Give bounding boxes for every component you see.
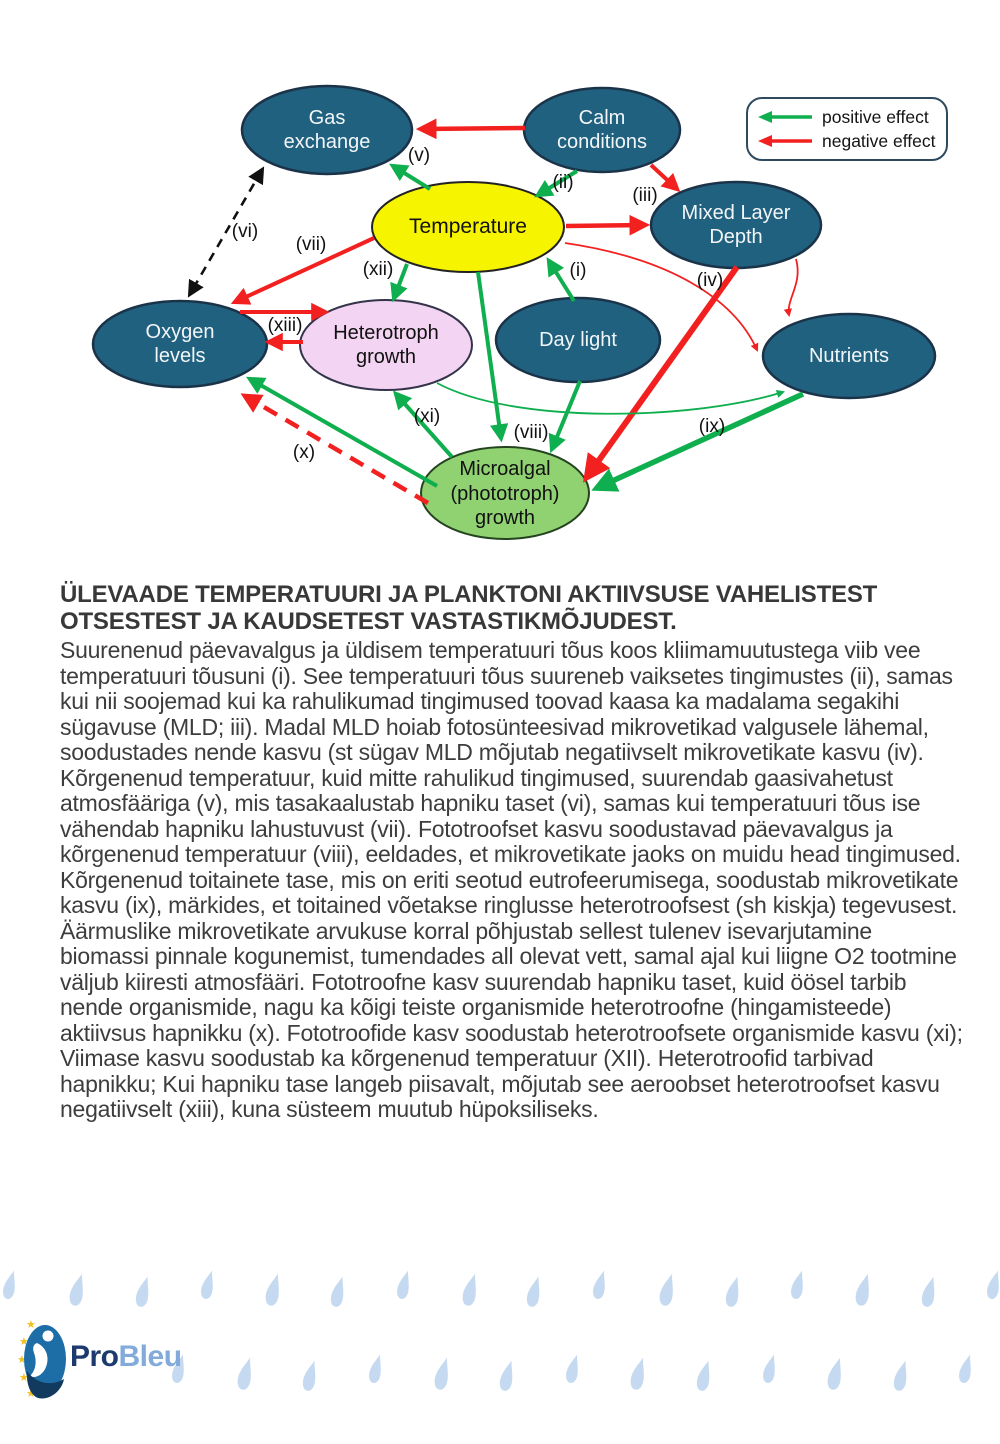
edge-mld-to-nutrients-negative-thin (783, 258, 799, 318)
arrow-label-viii: (viii) (513, 422, 549, 443)
water-drop-icon (462, 1273, 476, 1306)
edge-gas-oxygen-dashed-vi (187, 166, 265, 298)
water-drop-icon (827, 1357, 841, 1390)
legend-negative-row: negative effect (756, 131, 938, 152)
water-drop-icon (791, 1270, 803, 1299)
water-drop-icon (172, 1354, 184, 1383)
body-paragraph: Suurenenud päevavalgus ja üldisem temper… (60, 637, 963, 1122)
water-drop-icon (921, 1276, 935, 1307)
water-drop-icon (959, 1354, 971, 1383)
calm-conditions-node (522, 86, 682, 174)
water-drop-icon (330, 1276, 344, 1307)
water-drop-icon (987, 1270, 999, 1299)
microalgal-growth-node (420, 446, 590, 540)
water-drops-pattern (3, 1270, 999, 1391)
edge-temperature-to-microalgal-positive-viii (476, 271, 509, 443)
water-drop-icon (265, 1273, 279, 1306)
water-drop-icon (69, 1273, 83, 1306)
edge-daylight-to-temperature-positive-i (546, 257, 576, 303)
page-title: ÜLEVAADE TEMPERATUURI JA PLANKTONI AKTII… (60, 581, 878, 635)
water-drop-icon (630, 1357, 644, 1390)
water-drop-icon (499, 1360, 513, 1391)
edge-temperature-to-gas-positive-v (389, 163, 432, 191)
edge-microalgal-to-oxygen-negative-dashed-x (240, 393, 430, 505)
day-light-node (494, 296, 662, 384)
logo-bleu-text: Bleu (118, 1340, 183, 1373)
svg-text:★: ★ (26, 1388, 36, 1400)
water-drop-icon (369, 1354, 381, 1383)
water-drop-icon (135, 1276, 149, 1307)
svg-text:★: ★ (18, 1354, 27, 1366)
water-drop-icon (659, 1273, 673, 1306)
edge-heterotroph-to-nutrients-positive-thin (436, 382, 785, 415)
svg-text:★: ★ (19, 1372, 29, 1384)
probleu-wordmark: ProBleu (70, 1340, 182, 1374)
arrow-label-x: (x) (292, 442, 316, 463)
arrow-label-v: (v) (407, 145, 431, 166)
edge-mld-to-microalgal-negative-iv (582, 265, 740, 483)
edge-nutrients-to-microalgal-positive-ix (591, 391, 805, 492)
arrow-label-ii: (ii) (552, 172, 574, 193)
water-drop-icon (566, 1354, 578, 1383)
legend: positive effect negative effect (746, 97, 948, 161)
edge-daylight-to-microalgal-positive-viii (548, 380, 582, 454)
svg-text:★: ★ (19, 1336, 29, 1348)
water-drop-icon (397, 1270, 409, 1299)
arrow-label-vii: (vii) (295, 234, 327, 255)
legend-negative-label: negative effect (822, 130, 936, 151)
arrow-label-iii: (iii) (632, 185, 658, 206)
water-drop-icon (855, 1273, 869, 1306)
arrow-label-i: (i) (569, 260, 587, 281)
water-drop-icon (237, 1357, 251, 1390)
heterotroph-growth-node (299, 299, 473, 391)
arrow-label-xiii: (xiii) (267, 315, 303, 336)
negative-arrow-icon (758, 135, 812, 147)
positive-arrow-icon (758, 111, 812, 123)
probleu-logo: ★ ★ ★ ★ ★ ProBleu (18, 1314, 198, 1424)
arrow-label-iv: (iv) (696, 270, 724, 291)
water-drop-icon (725, 1276, 739, 1307)
svg-text:★: ★ (26, 1319, 36, 1331)
edge-temperature-to-nutrients-negative-thin (564, 242, 759, 352)
edge-microalgal-to-oxygen-positive (246, 376, 438, 488)
probleu-emblem-icon: ★ ★ ★ ★ ★ (18, 1319, 66, 1400)
arrow-label-xii: (xii) (362, 259, 394, 280)
water-drop-icon (763, 1354, 775, 1383)
legend-positive-row: positive effect (756, 107, 938, 128)
edge-temperature-to-mld-negative (565, 214, 651, 236)
water-drop-icon (893, 1360, 907, 1391)
water-drop-icon (593, 1270, 605, 1299)
edge-calm-to-temperature-positive-ii (534, 169, 579, 198)
water-drop-icon (526, 1276, 540, 1307)
water-drop-icon (696, 1360, 710, 1391)
nutrients-node (761, 312, 937, 400)
mixed-layer-depth-node (649, 180, 823, 270)
edge-microalgal-to-heterotroph-positive-xi (392, 390, 454, 459)
water-drop-icon (3, 1270, 15, 1299)
water-drop-icon (434, 1357, 448, 1390)
edge-calm-to-mld-negative-iii (649, 163, 681, 193)
temperature-node (371, 181, 565, 273)
legend-positive-label: positive effect (822, 106, 929, 127)
footer: ★ ★ ★ ★ ★ ProBleu (0, 1256, 1000, 1444)
edge-calm-to-gas-negative (415, 118, 526, 140)
water-drop-icon (302, 1360, 316, 1391)
water-drop-icon (201, 1270, 213, 1299)
arrow-label-ix: (ix) (698, 416, 726, 437)
arrow-label-xi: (xi) (413, 406, 441, 427)
concept-diagram (91, 84, 937, 540)
logo-pro-text: Pro (70, 1340, 119, 1373)
gas-exchange-node (240, 84, 414, 176)
edge-temperature-to-heterotroph-positive-xii (390, 263, 409, 303)
arrow-label-vi: (vi) (231, 221, 259, 242)
